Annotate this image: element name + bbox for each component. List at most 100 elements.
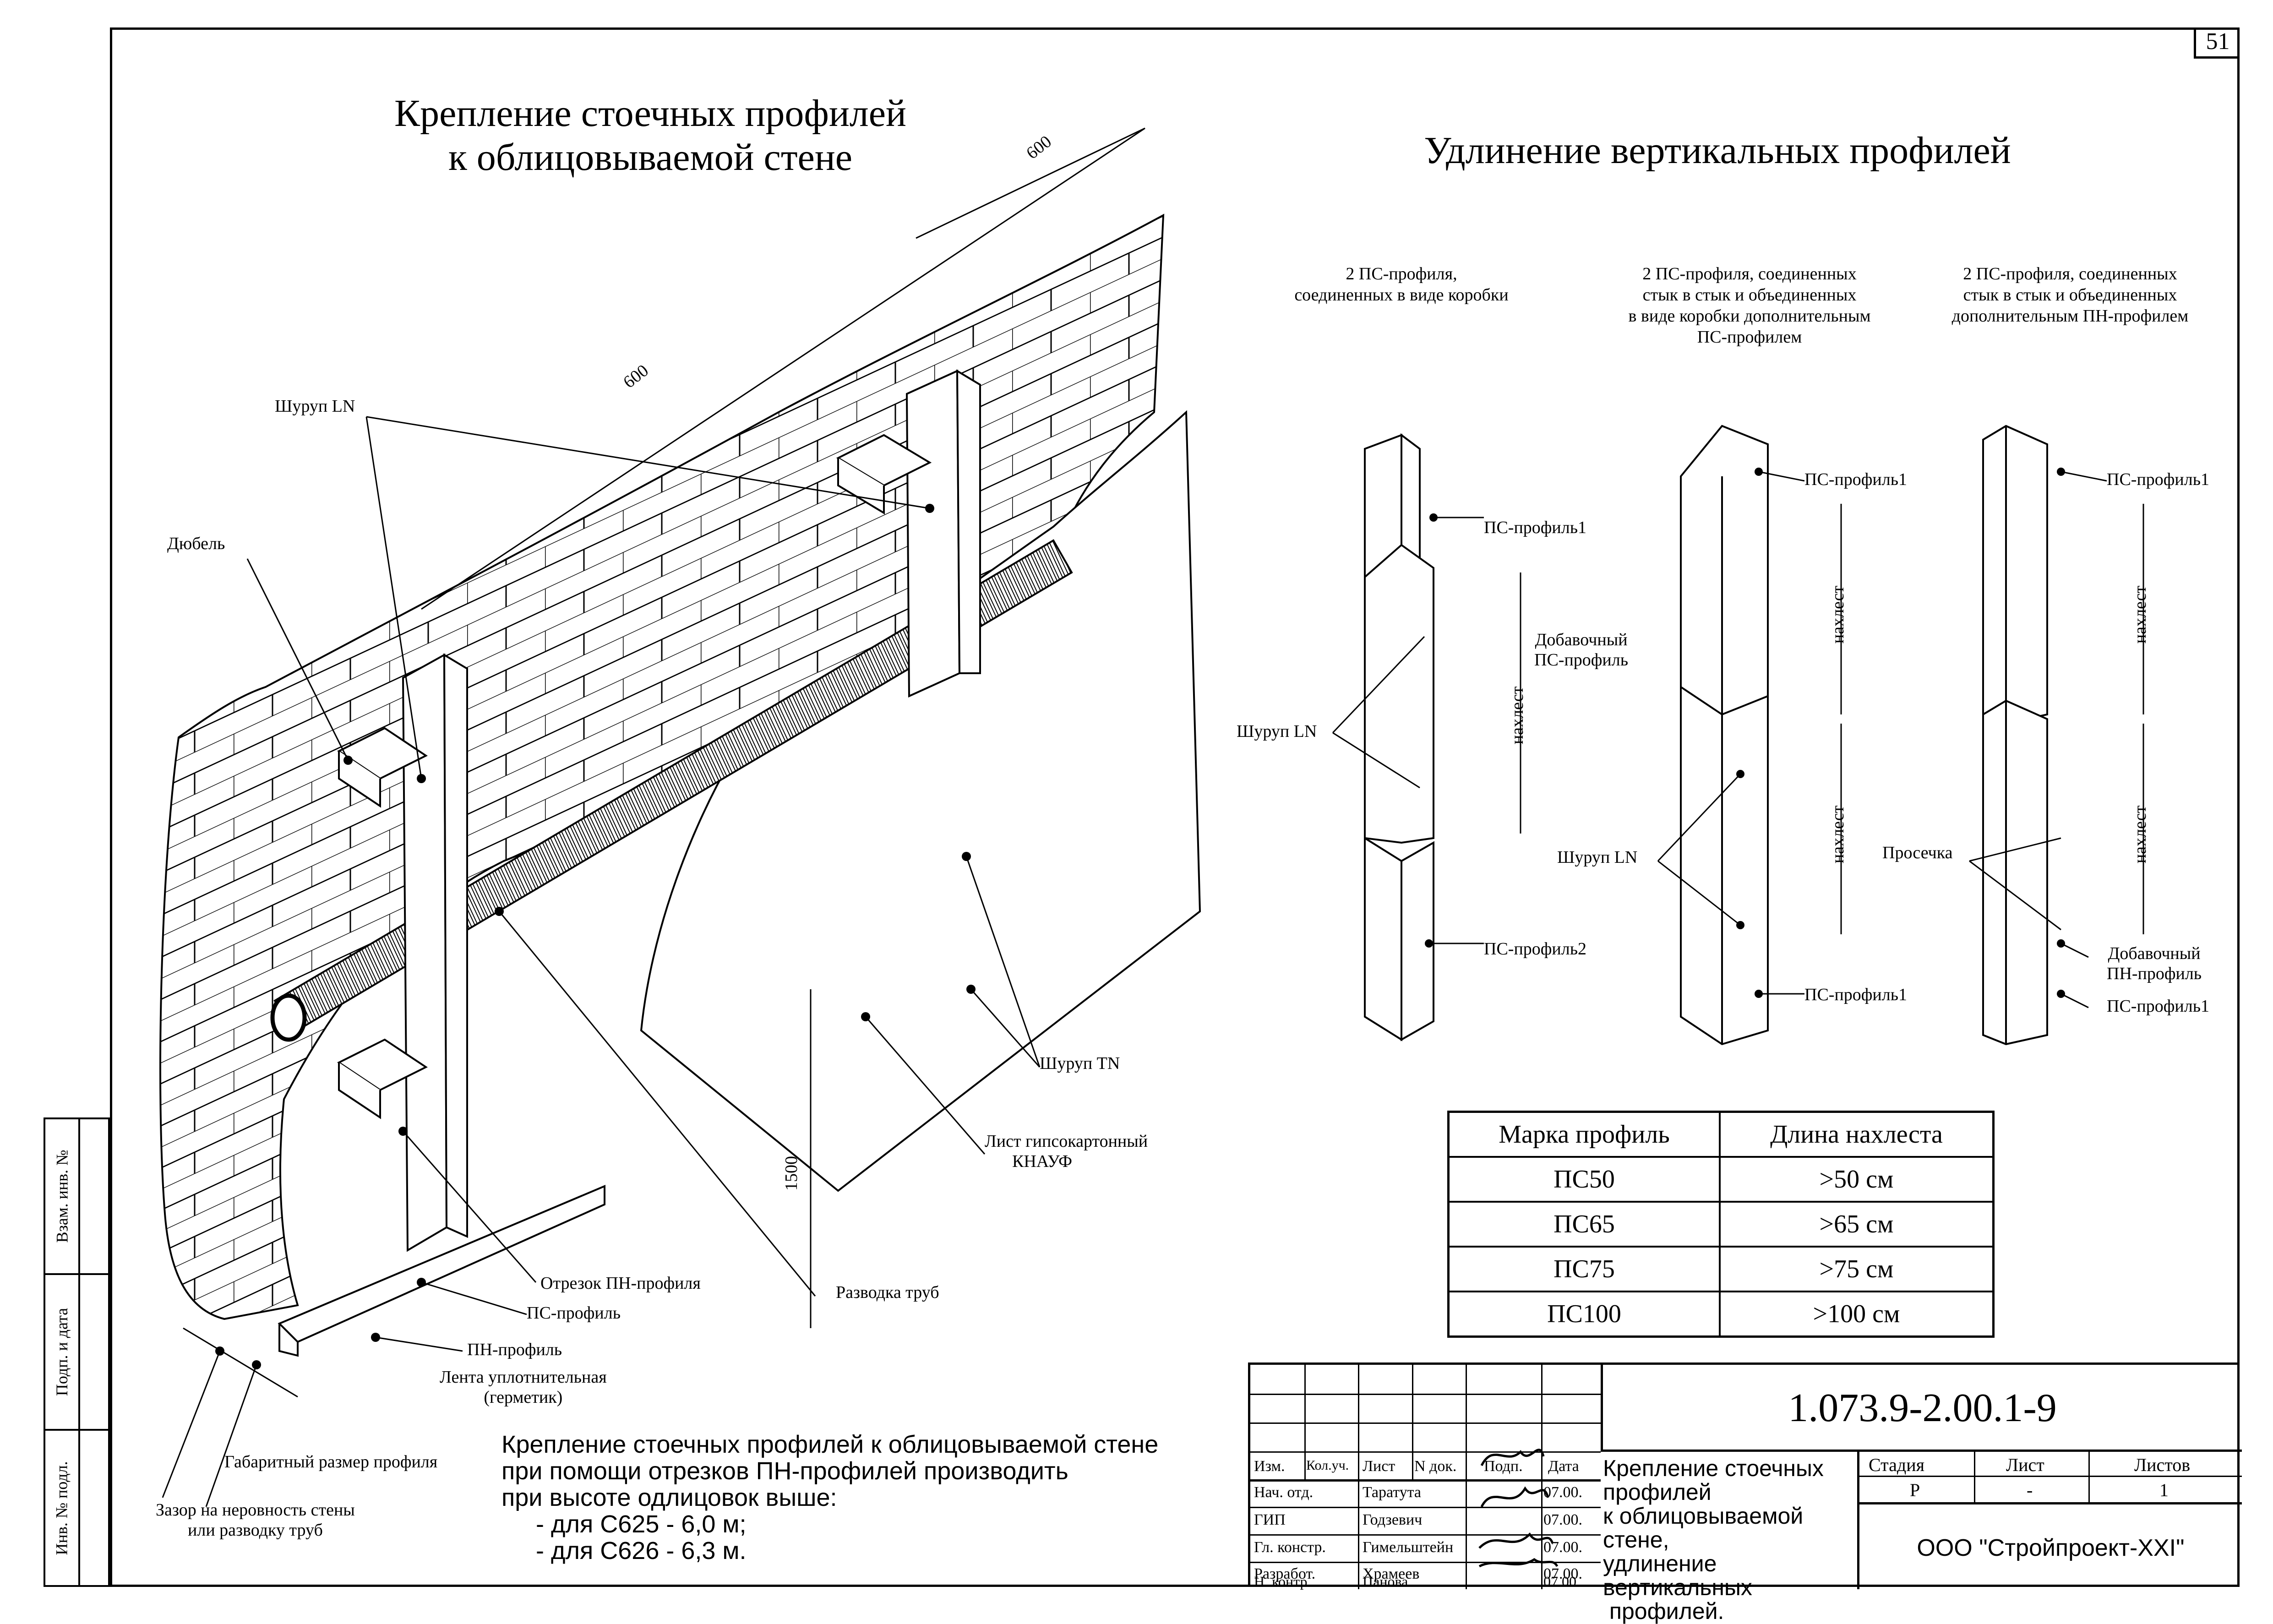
stamp-h-list: Лист	[1363, 1458, 1395, 1475]
stamp-date-1: 07.00.	[1543, 1511, 1582, 1528]
v3-overlap-2: нахлест	[2131, 805, 2150, 864]
variant-1-drawing	[1364, 433, 1434, 1041]
label-gypsum: Лист гипсокартонный КНАУФ	[985, 1131, 1148, 1172]
variant-dots	[1425, 468, 2065, 998]
v3-overlap-1: нахлест	[2131, 585, 2150, 644]
label-gypsum-line1: Лист гипсокартонный	[985, 1132, 1148, 1151]
v2-ps1-top: ПС-профиль1	[1804, 470, 1908, 489]
stamp-name-1: Годзевич	[1363, 1511, 1423, 1528]
sheet-name: Крепление стоечных профилей к облицовыва…	[1603, 1455, 1824, 1624]
label-pn-profile: ПН-профиль	[467, 1340, 562, 1359]
label-gap-line2: или разводку труб	[188, 1520, 323, 1540]
signature-grid: Изм. Кол.уч. Лист N док. Подп. Дата Нач.…	[1250, 1365, 1601, 1589]
variant-dims	[1520, 504, 2144, 934]
v3-ps1-top: ПС-профиль1	[2107, 470, 2210, 489]
label-tape-line1: Лента уплотнительная	[440, 1368, 607, 1387]
stage-h-sheet: Лист	[2006, 1455, 2044, 1475]
floor-track	[278, 1184, 605, 1357]
right-title: Удлинение вертикальных профилей	[1424, 129, 2011, 172]
title-block: Изм. Кол.уч. Лист N док. Подп. Дата Нач.…	[1248, 1362, 2242, 1623]
label-gap: Зазор на неровность стены или разводку т…	[156, 1500, 355, 1540]
leader-dots	[215, 504, 976, 1369]
label-tape: Лента уплотнительная (герметик)	[440, 1367, 607, 1407]
label-pipes: Разводка труб	[836, 1283, 939, 1302]
variant-2-caption: 2 ПС-профиля, соединенных стык в стык и …	[1628, 264, 1871, 347]
organization: ООО "Стройпроект-XXI"	[1859, 1502, 2242, 1589]
left-title-line2: к облицовываемой стене	[448, 136, 853, 179]
v2-screw-ln: Шуруп LN	[1557, 848, 1638, 867]
stage-block: Стадия Лист Листов Р - 1 ООО "Стройпроек…	[1857, 1452, 2242, 1589]
label-size-profile: Габаритный размер профиля	[224, 1452, 438, 1471]
label-pn-piece: Отрезок ПН-профиля	[540, 1274, 701, 1293]
stamp-name-4: Панова	[1363, 1573, 1408, 1590]
installation-note: Крепление стоечных профилей к облицовыва…	[501, 1431, 1159, 1564]
v1-ps2: ПС-профиль2	[1484, 939, 1587, 959]
table-row: ПС100>100 см	[1447, 1291, 1995, 1338]
stamp-role-3: Разработ.	[1254, 1565, 1316, 1582]
v3-crimp: Просечка	[1882, 843, 1953, 862]
v1-screw-ln: Шуруп LN	[1237, 722, 1317, 741]
v2-extra-ps: Добавочный ПС-профиль	[1534, 630, 1628, 670]
v3-extra-pn-line2: ПН-профиль	[2107, 964, 2202, 983]
label-ps-profile: ПС-профиль	[527, 1303, 621, 1323]
dimension-lines	[183, 127, 1145, 1398]
v2-extra-ps-line1: Добавочный	[1535, 630, 1628, 649]
label-tape-line2: (герметик)	[484, 1388, 563, 1407]
drawing-frame	[110, 27, 2240, 1587]
v2-overlap-1: нахлест	[1828, 585, 1848, 644]
stamp-name-0: Таратута	[1363, 1484, 1421, 1501]
left-title-line1: Крепление стоечных профилей	[394, 92, 906, 135]
label-screw-ln-left: Шуруп LN	[275, 397, 355, 416]
label-gap-line1: Зазор на неровность стены	[156, 1500, 355, 1520]
stamp-role-1: ГИП	[1254, 1511, 1286, 1528]
variant-2-drawing	[1680, 425, 1769, 1046]
document-code: 1.073.9-2.00.1-9	[1601, 1365, 2242, 1452]
label-screw-tn: Шуруп TN	[1040, 1054, 1120, 1073]
stage-v-stage: Р	[1910, 1480, 1920, 1500]
stage-h-stage: Стадия	[1869, 1455, 1925, 1475]
v2-extra-ps-line2: ПС-профиль	[1534, 650, 1629, 670]
v1-overlap: нахлест	[1508, 686, 1527, 745]
stamp-h-kol: Кол.уч.	[1306, 1458, 1349, 1473]
variant-3-caption: 2 ПС-профиля, соединенных стык в стык и …	[1951, 264, 2189, 326]
label-dowel: Дюбель	[167, 534, 225, 553]
stamp-h-date: Дата	[1548, 1458, 1579, 1475]
label-gypsum-line2: КНАУФ	[1012, 1152, 1072, 1171]
table-row: ПС65>65 см	[1447, 1201, 1995, 1248]
variant-3-drawing	[1982, 425, 2048, 1046]
v1-ps1: ПС-профиль1	[1484, 518, 1587, 537]
stamp-h-izm: Изм.	[1254, 1458, 1285, 1475]
v3-extra-pn: Добавочный ПН-профиль	[2107, 943, 2202, 984]
stage-h-sheets: Листов	[2134, 1455, 2191, 1475]
corrugated-pipe	[270, 539, 1073, 1042]
stamp-role-4-visible: Н. контр.	[1254, 1573, 1311, 1590]
overlap-col-length: Длина нахлеста	[1718, 1111, 1995, 1158]
v3-ps1-bottom: ПС-профиль1	[2107, 997, 2210, 1016]
stamp-h-ndoc: N док.	[1414, 1458, 1457, 1475]
stamp-name-2: Гимельштейн	[1363, 1539, 1454, 1556]
stamp-role-2: Гл. констр.	[1254, 1539, 1326, 1556]
ps-studs	[337, 369, 981, 1252]
overlap-table: Марка профиль Длина нахлеста ПС50>50 см …	[1447, 1111, 1995, 1338]
overlap-col-mark: Марка профиль	[1447, 1111, 1721, 1158]
variant-leaders	[1332, 471, 2107, 1008]
stamp-name-3: Храмеев	[1363, 1565, 1420, 1582]
leader-lines	[162, 416, 1041, 1507]
approval-sidebar: Взам. инв. № Подп. и дата Инв. № подл.	[44, 1117, 111, 1587]
table-row: ПС75>75 см	[1447, 1246, 1995, 1292]
stamp-date-0: 07.00.	[1543, 1484, 1582, 1501]
dim-1500: 1500	[782, 1156, 801, 1191]
stamp-h-sign: Подп.	[1484, 1458, 1523, 1475]
overlap-table-header: Марка профиль Длина нахлеста	[1447, 1111, 1995, 1158]
stamp-date-2: 07.00.	[1543, 1539, 1582, 1556]
v2-overlap-2: нахлест	[1828, 805, 1848, 864]
left-title: Крепление стоечных профилей к облицовыва…	[348, 92, 953, 180]
sheet-number: 51	[2194, 27, 2240, 59]
stamp-date-3: 07.00.	[1543, 1565, 1582, 1582]
stage-v-sheet: -	[2027, 1480, 2033, 1500]
v3-extra-pn-line1: Добавочный	[2108, 944, 2201, 963]
variant-1-caption: 2 ПС-профиля, соединенных в виде коробки	[1294, 264, 1509, 305]
table-row: ПС50>50 см	[1447, 1156, 1995, 1203]
stamp-date-4: 07.00.	[1543, 1573, 1580, 1590]
